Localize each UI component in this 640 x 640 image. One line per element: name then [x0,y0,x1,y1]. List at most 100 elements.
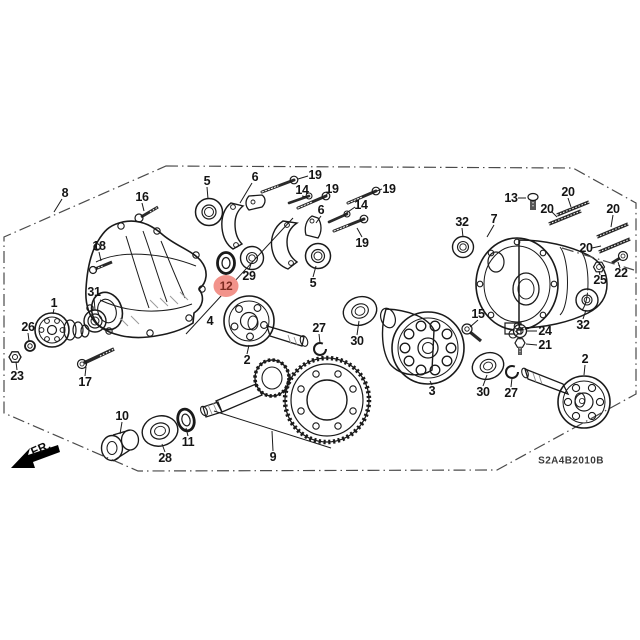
section-line [561,247,635,271]
part-label: 25 [593,272,607,287]
seal-32-left [451,235,475,259]
leader-line [525,343,538,346]
leader-line [429,380,433,386]
leader-line [318,333,321,344]
part-label: 20 [561,184,575,199]
part-label: 27 [312,320,326,335]
part-label: 29 [242,268,256,283]
part-label: 13 [504,190,518,205]
bolt-16 [134,205,159,223]
leader-line [486,224,495,238]
leader-line [15,361,18,371]
companion-flange [34,312,90,348]
part-label: 30 [476,384,490,399]
part-label: 5 [203,173,211,188]
part-label: 28 [158,450,172,465]
leader-line [610,214,614,228]
part-label: 32 [455,214,469,229]
part-label: 1 [50,295,58,310]
leader-line [376,188,383,192]
leader-line [93,297,96,311]
leader-line [297,175,309,180]
snap-ring-27-left [313,342,327,356]
breather-plug-13 [527,192,539,210]
leader-line [582,309,587,320]
assembly-border [3,165,637,472]
group-line [185,217,294,335]
part-label: 6 [251,169,259,184]
part-label: 30 [350,333,364,348]
group-line [213,410,332,449]
stud-20 [556,200,590,217]
differential-housing [85,220,207,339]
leader-line [271,430,274,452]
housing-opening [90,291,124,331]
drain-bolt-21 [514,338,526,355]
leader-line [98,251,102,262]
spring-washer [24,340,36,352]
part-label: 9 [269,449,277,464]
leader-line [461,227,464,238]
leader-line [469,319,479,328]
leader-line [315,215,322,224]
part-label: 3 [428,383,436,398]
leader-line [591,245,602,249]
side-bearing-5-left [194,197,224,227]
leader-line [344,206,356,215]
part-label: 14 [354,197,368,212]
leader-line [510,377,513,388]
flange-nut [8,351,22,363]
part-label: 18 [92,238,106,253]
bolt-17 [76,347,115,370]
annotation-lines [15,175,635,453]
leader-line [119,421,123,435]
bolt-19 [332,214,369,233]
bolt-19 [296,191,331,210]
leader-line [53,198,63,213]
part-label: 20 [540,201,554,216]
bolt-15 [461,323,483,343]
output-flange-left [223,295,309,347]
part-label: 2 [243,352,251,367]
differential-case [379,307,465,385]
leader-line [325,191,329,197]
taper-bearing-28 [141,415,179,447]
leader-line [583,364,586,376]
part-label: 19 [355,235,369,250]
part-label: 16 [135,189,149,204]
part-label: 19 [382,181,396,196]
seal-32-right [575,288,599,312]
leader-line [551,211,558,218]
leader-line [598,270,601,276]
leader-line [185,427,189,437]
stud-20 [596,222,629,239]
part-label: 6 [317,202,325,217]
taper-bearing-30-left [342,295,378,327]
nut-25 [592,261,606,273]
part-label: 15 [471,306,485,321]
bearing-29 [239,245,265,271]
leader-line [206,186,209,200]
thrust-ring-11 [176,407,196,433]
leader-line [356,320,360,336]
leader-line [482,374,488,387]
fr-direction-arrow: FR. [11,437,60,468]
part-label: 11 [181,434,195,449]
part-label: 32 [576,317,590,332]
thrust-washer-12 [216,251,236,275]
mounting-studs-20 [548,200,631,254]
part-label: 17 [78,374,92,389]
bolt-18 [88,260,113,275]
bearing-cap-6-left [221,194,266,250]
part-label: 21 [538,337,552,352]
leader-line [161,443,166,453]
pinion-gear-shaft [200,358,291,418]
sealing-washer-24 [512,323,528,339]
leader-line [239,182,253,204]
stud-20 [598,237,631,254]
part-label: 22 [614,265,628,280]
pinion-spacer-10 [100,429,140,462]
cap-bolts-19-and-studs-14 [260,175,381,233]
part-label: 8 [61,185,69,200]
